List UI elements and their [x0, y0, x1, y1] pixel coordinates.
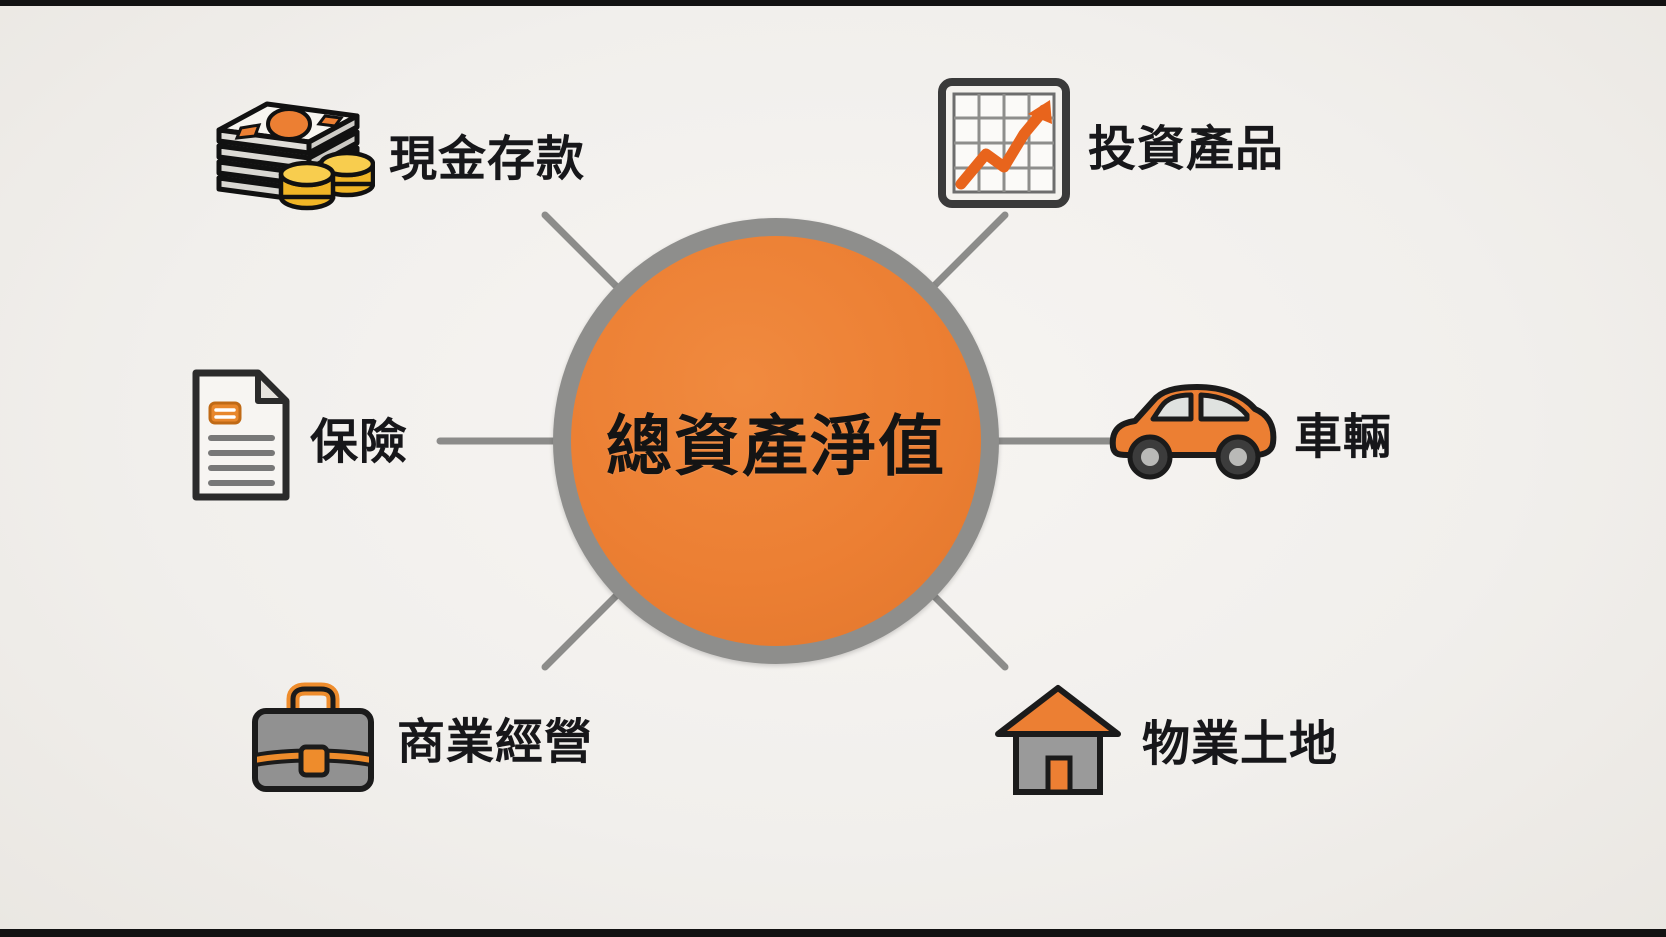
house-icon: [988, 672, 1128, 806]
center-hub-core: 總資產淨值: [571, 236, 981, 646]
briefcase-icon: [243, 665, 383, 809]
banknotes-coins-icon: [205, 92, 376, 216]
node-business-label: 商業經營: [397, 714, 594, 770]
car-icon: [1105, 375, 1280, 489]
center-hub-label: 總資產淨值: [606, 408, 946, 485]
spoke-business: [541, 588, 624, 671]
document-icon: [186, 365, 296, 509]
node-insurance[interactable]: 保險: [186, 365, 408, 509]
bottom-letterbox-bar: [0, 929, 1666, 937]
spoke-cash: [541, 211, 624, 294]
top-letterbox-bar: [0, 0, 1666, 6]
node-cash[interactable]: 現金存款: [205, 92, 585, 216]
node-insurance-label: 保險: [310, 414, 409, 470]
node-cash-label: 現金存款: [389, 131, 586, 187]
growth-chart-icon: [934, 72, 1074, 216]
node-vehicle[interactable]: 車輛: [1105, 375, 1392, 489]
node-investment[interactable]: 投資產品: [934, 72, 1284, 216]
node-vehicle-label: 車輛: [1294, 409, 1393, 465]
center-hub[interactable]: 總資產淨值: [553, 218, 999, 664]
node-business[interactable]: 商業經營: [243, 665, 593, 809]
node-investment-label: 投資產品: [1088, 121, 1285, 177]
spoke-investment: [926, 211, 1009, 294]
spoke-property: [926, 588, 1009, 671]
node-property-label: 物業土地: [1142, 716, 1339, 772]
node-property[interactable]: 物業土地: [988, 672, 1338, 806]
